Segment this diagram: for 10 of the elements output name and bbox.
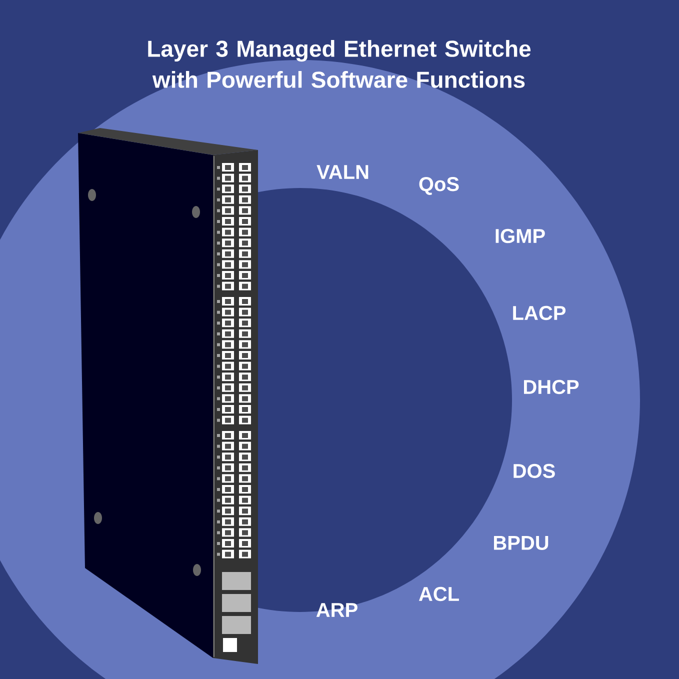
title: Layer 3 Managed Ethernet Switche with Powerful Software Functions: [148, 40, 531, 88]
feature-label: LACP: [513, 306, 566, 320]
feature-label: BPDU: [494, 536, 548, 550]
feature-label: QoS: [419, 177, 459, 195]
feature-label: ARP: [316, 603, 358, 617]
feature-label: DHCP: [524, 380, 579, 394]
feature-label: VALN: [316, 165, 368, 179]
feature-label: IGMP: [496, 228, 545, 244]
feature-label: ACL: [418, 586, 459, 602]
feature-label: DOS: [514, 464, 555, 478]
